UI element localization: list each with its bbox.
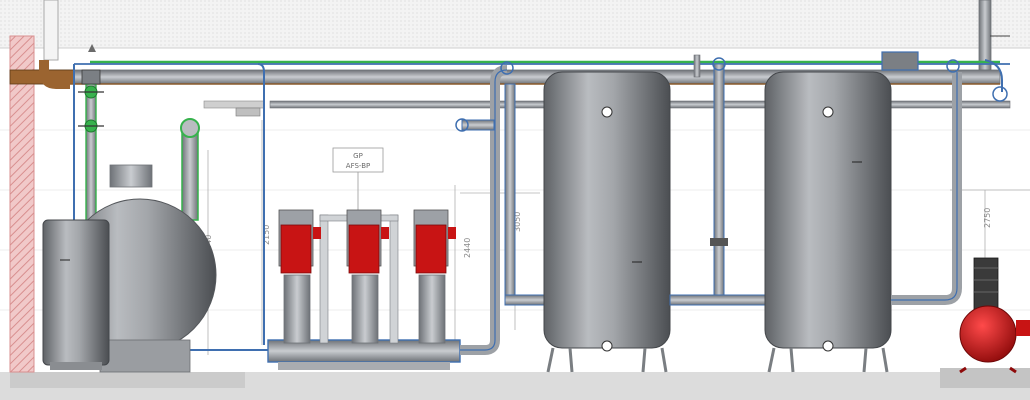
riser-white-left (43, 0, 59, 61)
expansion-pipe (181, 131, 199, 221)
wall-section (9, 35, 35, 373)
dimension-label-2150: 2150 (262, 225, 271, 245)
floor-plinth-left (10, 372, 245, 388)
valve-body-top (81, 69, 101, 85)
inter-tank-riser (713, 63, 725, 301)
dimension-label-2750: 2750 (983, 208, 992, 228)
flange-icon-e (992, 86, 1008, 102)
dimension-label-2440-b: 2440 (463, 238, 472, 258)
vent-duct (203, 100, 265, 109)
inter-tank-valve[interactable] (710, 238, 728, 246)
large-storage-tank-1 (543, 71, 671, 373)
tank1-inlet-riser (504, 83, 516, 300)
station-tag-line-2: AFS-BP (346, 162, 370, 170)
expansion-cap (180, 118, 200, 138)
station-tag-line-1: GP (353, 152, 363, 160)
pump-3[interactable] (413, 209, 456, 344)
ceiling-elbow (984, 59, 1003, 92)
small-column (693, 54, 701, 78)
riser-right-ceiling (978, 0, 992, 71)
pump-discharge-pipe (460, 65, 508, 355)
vertical-buffer-tank-small (42, 219, 110, 370)
ceiling-slab (0, 0, 1030, 48)
station-tag: GP AFS-BP (332, 147, 384, 215)
green-riser (85, 83, 97, 225)
flange-icon-a (455, 118, 469, 132)
dimension-label-3050: 3050 (513, 212, 522, 232)
manifold-block (881, 51, 919, 71)
brown-elbow (39, 60, 70, 89)
duct-flange (235, 107, 261, 117)
pump-1[interactable] (278, 209, 321, 344)
large-storage-tank-2 (764, 71, 892, 373)
tank1-inlet-branch (504, 294, 546, 306)
branch-stub (461, 119, 495, 131)
right-return-outline (891, 72, 958, 301)
circulation-pump[interactable] (959, 257, 1030, 374)
flange-icon-d (946, 59, 960, 73)
vent-valve-icon (88, 44, 96, 52)
flange-icon-b (500, 61, 514, 75)
flange-icon-c (712, 57, 726, 71)
pump-2[interactable] (346, 209, 389, 344)
pump-discharge-outline (460, 69, 508, 351)
inter-tank-branch (669, 294, 767, 306)
floor-plinth-right (940, 368, 1030, 388)
